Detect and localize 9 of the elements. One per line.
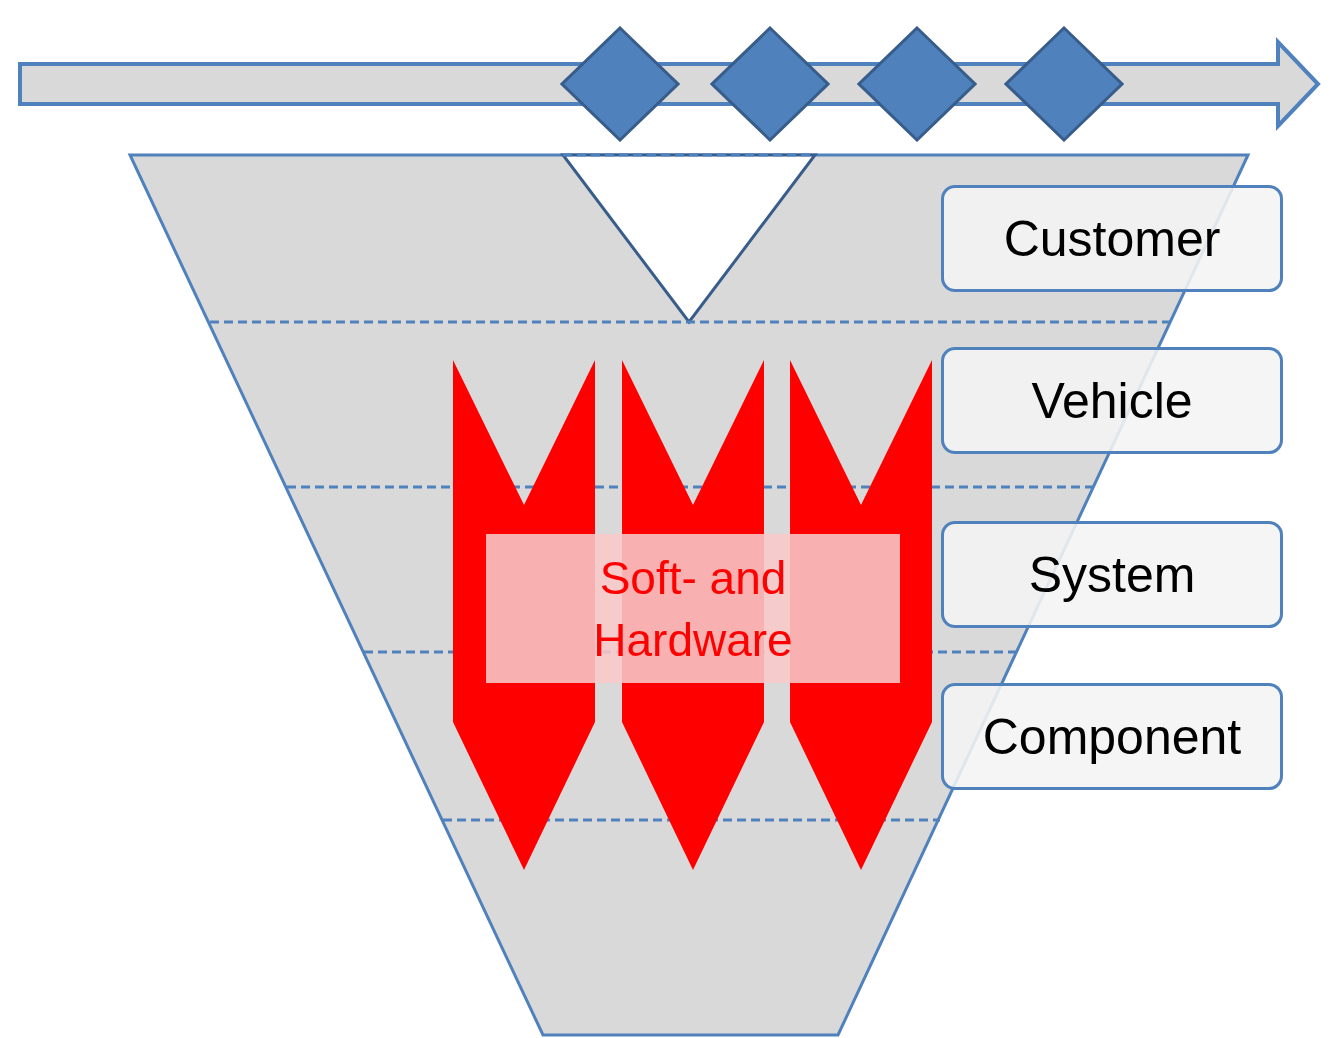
milestone-diamond bbox=[857, 26, 977, 142]
level-label-box: Vehicle bbox=[941, 347, 1283, 454]
milestone-diamond bbox=[710, 26, 830, 142]
overlay-text-box: Soft- and Hardware bbox=[486, 534, 900, 683]
milestone-diamond bbox=[560, 26, 680, 142]
milestone-diamond bbox=[1004, 26, 1124, 142]
level-label-box: Component bbox=[941, 683, 1283, 790]
level-label-box: System bbox=[941, 521, 1283, 628]
level-label-box: Customer bbox=[941, 185, 1283, 292]
